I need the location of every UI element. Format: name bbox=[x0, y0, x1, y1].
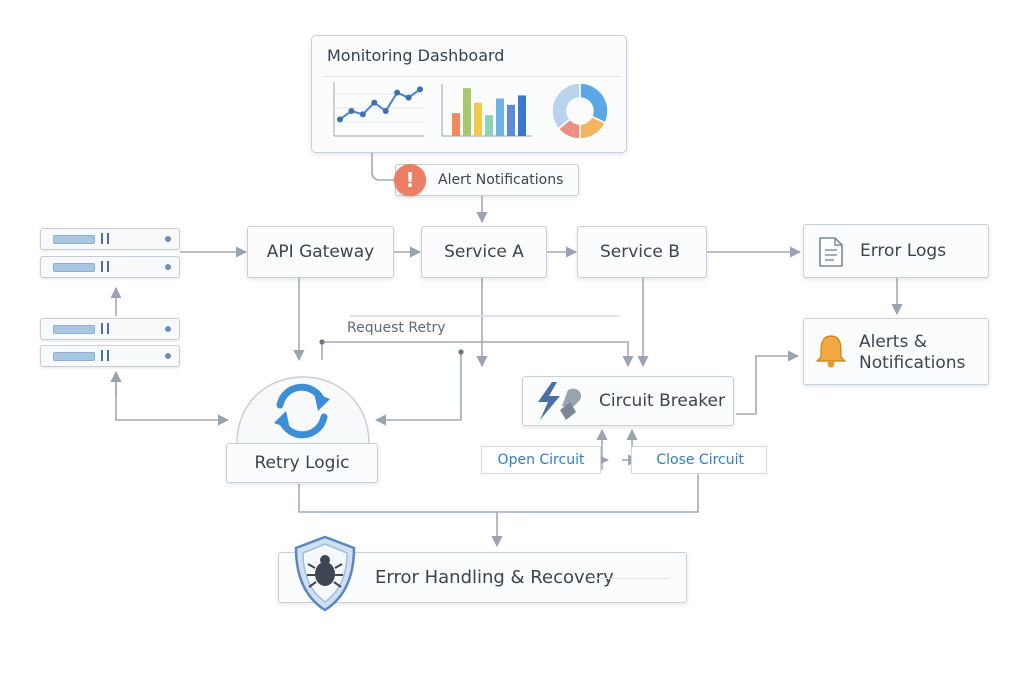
line-chart bbox=[333, 82, 424, 137]
alert-notifications-label: Alert Notifications bbox=[438, 172, 564, 188]
line-point bbox=[382, 108, 389, 114]
line-point bbox=[371, 99, 378, 106]
exclamation-icon: ! bbox=[394, 164, 426, 196]
service-b-box[interactable]: Service B bbox=[577, 226, 707, 278]
bar bbox=[496, 98, 504, 136]
error-logs-box[interactable]: Error Logs bbox=[803, 224, 989, 278]
bar bbox=[463, 88, 471, 136]
line-point bbox=[348, 108, 355, 114]
bar bbox=[518, 95, 526, 136]
bar bbox=[485, 115, 493, 136]
line-point bbox=[405, 94, 412, 101]
donut-chart bbox=[551, 82, 609, 140]
circuit-breaker-box[interactable]: Circuit Breaker bbox=[522, 376, 734, 426]
donut-slice bbox=[551, 82, 581, 130]
retry-logic-box[interactable]: Retry Logic bbox=[226, 443, 378, 483]
bar bbox=[507, 104, 515, 136]
api-gateway-box[interactable]: API Gateway bbox=[247, 226, 394, 278]
alerts-label-line1: Alerts & bbox=[859, 332, 927, 352]
retry-dome bbox=[236, 376, 370, 443]
service-b-label: Service B bbox=[600, 242, 680, 262]
service-a-box[interactable]: Service A bbox=[421, 226, 547, 278]
bar bbox=[474, 102, 482, 136]
request-retry-label: Request Retry bbox=[347, 320, 446, 336]
bell-icon bbox=[815, 335, 847, 368]
lightning-icon bbox=[538, 382, 582, 420]
dashboard-charts bbox=[333, 82, 609, 140]
bar-chart bbox=[441, 84, 532, 137]
server-unit[interactable] bbox=[40, 228, 180, 250]
server-unit[interactable] bbox=[40, 345, 180, 367]
alerts-notifications-box[interactable]: Alerts & Notifications bbox=[803, 318, 989, 385]
close-circuit-label[interactable]: Close Circuit bbox=[631, 446, 767, 474]
line-point bbox=[337, 116, 343, 123]
line-point bbox=[359, 111, 366, 118]
api-gateway-label: API Gateway bbox=[266, 242, 375, 262]
server-unit[interactable] bbox=[40, 318, 180, 340]
refresh-icon bbox=[274, 383, 330, 439]
shield-bug-icon bbox=[294, 535, 356, 612]
line-point bbox=[417, 86, 423, 93]
error-handling-label: Error Handling & Recovery bbox=[375, 567, 614, 588]
error-logs-label: Error Logs bbox=[860, 241, 947, 261]
service-a-label: Service A bbox=[444, 242, 524, 262]
retry-logic-label: Retry Logic bbox=[254, 453, 350, 473]
line-point bbox=[394, 89, 401, 96]
document-icon bbox=[819, 237, 843, 267]
alerts-label-line2: Notifications bbox=[859, 353, 966, 373]
circuit-breaker-label: Circuit Breaker bbox=[599, 391, 725, 411]
dashboard-title: Monitoring Dashboard bbox=[327, 46, 505, 65]
monitoring-dashboard-panel[interactable]: Monitoring Dashboard bbox=[311, 35, 627, 153]
open-circuit-label[interactable]: Open Circuit bbox=[481, 446, 601, 474]
bar bbox=[452, 113, 460, 136]
divider bbox=[590, 578, 670, 579]
server-unit[interactable] bbox=[40, 256, 180, 278]
